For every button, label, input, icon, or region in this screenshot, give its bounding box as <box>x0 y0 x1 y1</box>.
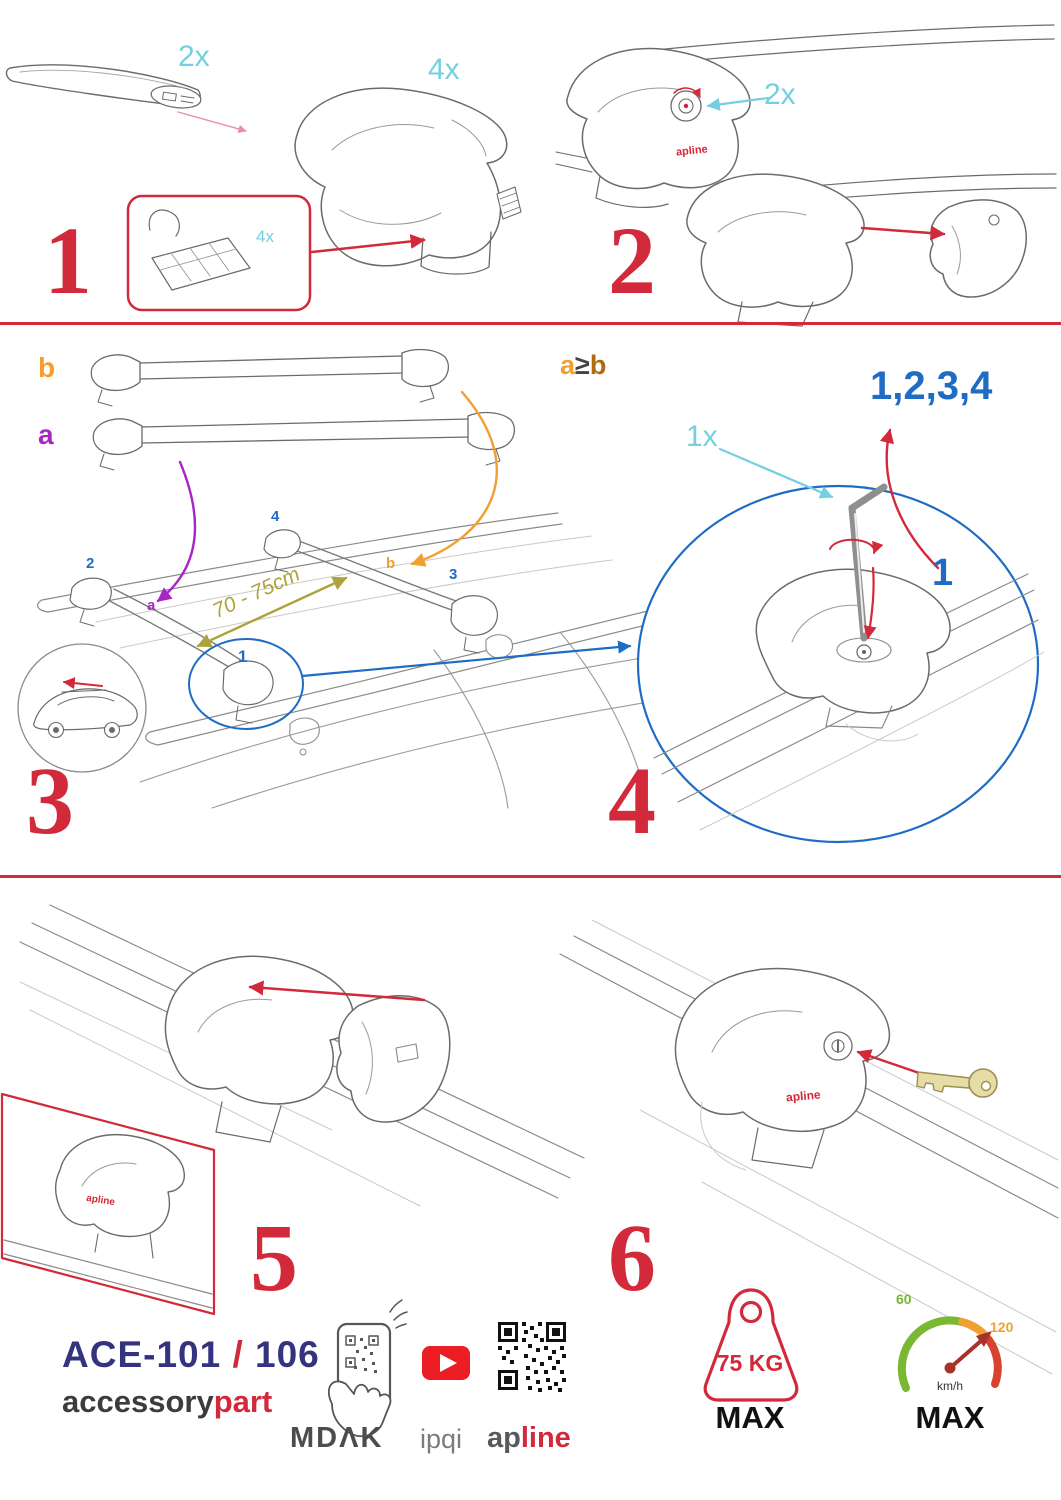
partner-mdak-wordmark: MDΛK <box>290 1422 384 1454</box>
key-icon <box>916 1068 998 1098</box>
step1-illustration <box>5 64 522 312</box>
tool-qty-arrow <box>718 447 834 499</box>
pad-to-foot-arrow <box>310 233 426 254</box>
model-code-alt: 106 <box>255 1334 320 1375</box>
bar-a-assign-arrow <box>156 460 197 603</box>
speed-unit-label: km/h <box>936 1379 963 1393</box>
car-thumbnail <box>17 643 147 773</box>
bar-a-small-label: a <box>147 597 156 614</box>
step5-illustration <box>0 904 585 1316</box>
bar-b-small-label: b <box>386 555 396 572</box>
brand-wordmark-left: accessory <box>62 1384 214 1419</box>
qty-lock: 2x <box>764 78 796 111</box>
speed-min-tick-label: 60 <box>896 1291 912 1307</box>
result-callout-box <box>0 1092 216 1316</box>
qr-code <box>498 1322 566 1392</box>
rubber-pad-callout-box <box>126 194 312 312</box>
model-code-separator: / <box>221 1334 256 1375</box>
step6-illustration <box>559 919 1059 1375</box>
end-cap-illustration <box>929 199 1027 298</box>
step2-illustration <box>555 24 1057 327</box>
bar-a-label: a <box>38 419 54 450</box>
tighten-arrow <box>863 566 877 640</box>
section-divider <box>0 322 1061 325</box>
car-direction-arrow <box>62 677 103 690</box>
model-code: ACE-101 / 106 <box>62 1336 320 1373</box>
cap-slide-arrow <box>248 980 426 1002</box>
mounting-foot-illustration <box>294 87 522 275</box>
rotate-arrow <box>829 538 884 555</box>
sequence-label: 1,2,3,4 <box>870 364 993 408</box>
partner-ipqi-wordmark: ipqi <box>420 1424 463 1454</box>
bar-b-label: b <box>38 352 56 383</box>
speed-max-tick-label: 120 <box>990 1319 1014 1335</box>
cover-cap-illustration <box>336 995 451 1123</box>
mounting-foot-illustration <box>674 967 891 1171</box>
step4-number: 4 <box>608 747 656 854</box>
phone-scan-icon <box>327 1299 408 1438</box>
max-load-value: 75 KG <box>716 1350 784 1376</box>
product-logo-step6: apline <box>785 1087 822 1105</box>
rule-a: a <box>560 350 576 380</box>
qty-foot: 4x <box>428 53 460 86</box>
speed-max-label: MAX <box>915 1400 985 1435</box>
rule-operator: ≥ <box>575 350 590 380</box>
step5-number: 5 <box>250 1204 298 1311</box>
step2-number: 2 <box>608 207 656 314</box>
qty-crossbar: 2x <box>178 40 210 73</box>
model-code-main: ACE-101 <box>62 1334 222 1375</box>
step3-number: 3 <box>26 747 74 854</box>
weight-badge-icon <box>703 1288 799 1402</box>
mounting-foot-illustration <box>686 173 865 327</box>
brand-wordmark: accessorypart <box>62 1386 272 1417</box>
partner-apline-wordmark: apline <box>487 1424 571 1453</box>
max-load-label: MAX <box>715 1400 785 1435</box>
rule-b: b <box>589 350 607 380</box>
crossbar-b-illustration <box>90 348 450 407</box>
speedometer-icon <box>897 1316 1002 1392</box>
step3-illustration <box>17 348 831 813</box>
car-roof-illustration <box>37 512 831 813</box>
mounting-foot-detail <box>755 568 951 742</box>
distance-arrow <box>196 576 348 648</box>
position-1-large-label: 1 <box>932 552 954 594</box>
partner-apline-right: line <box>520 1422 571 1454</box>
section-divider <box>0 875 1061 878</box>
qty-allen-key: 1x <box>686 420 718 453</box>
cap-direction-arrow <box>860 225 946 241</box>
crossbar-illustration <box>5 64 202 109</box>
step6-number: 6 <box>608 1204 656 1311</box>
lock-rotate-arrow <box>673 87 701 98</box>
qty-pad: 4x <box>256 227 274 246</box>
detail-link-arrow <box>300 640 632 678</box>
allen-key-icon <box>848 483 888 642</box>
partner-apline-left: ap <box>487 1422 521 1454</box>
rule-a-geq-b: a≥b <box>560 352 606 379</box>
lock-qty-arrow <box>706 96 770 111</box>
youtube-icon <box>422 1346 470 1380</box>
position1-highlight-circle <box>188 638 304 730</box>
repeat-arrow <box>879 428 940 570</box>
step1-number: 1 <box>44 207 92 314</box>
position-3-label: 3 <box>449 566 458 583</box>
mounting-foot-illustration <box>164 955 354 1143</box>
position-1-label: 1 <box>238 647 248 666</box>
position-4-label: 4 <box>271 508 280 525</box>
bar-b-assign-arrow <box>410 390 498 567</box>
step4-illustration <box>636 428 1045 844</box>
key-direction-arrow <box>856 1049 924 1076</box>
brand-wordmark-right: part <box>213 1384 273 1419</box>
mounting-foot-lock-illustration <box>555 47 751 208</box>
bar-pointer-arrow <box>177 111 247 134</box>
position-2-label: 2 <box>86 555 95 572</box>
crossbar-a-illustration <box>92 411 516 471</box>
